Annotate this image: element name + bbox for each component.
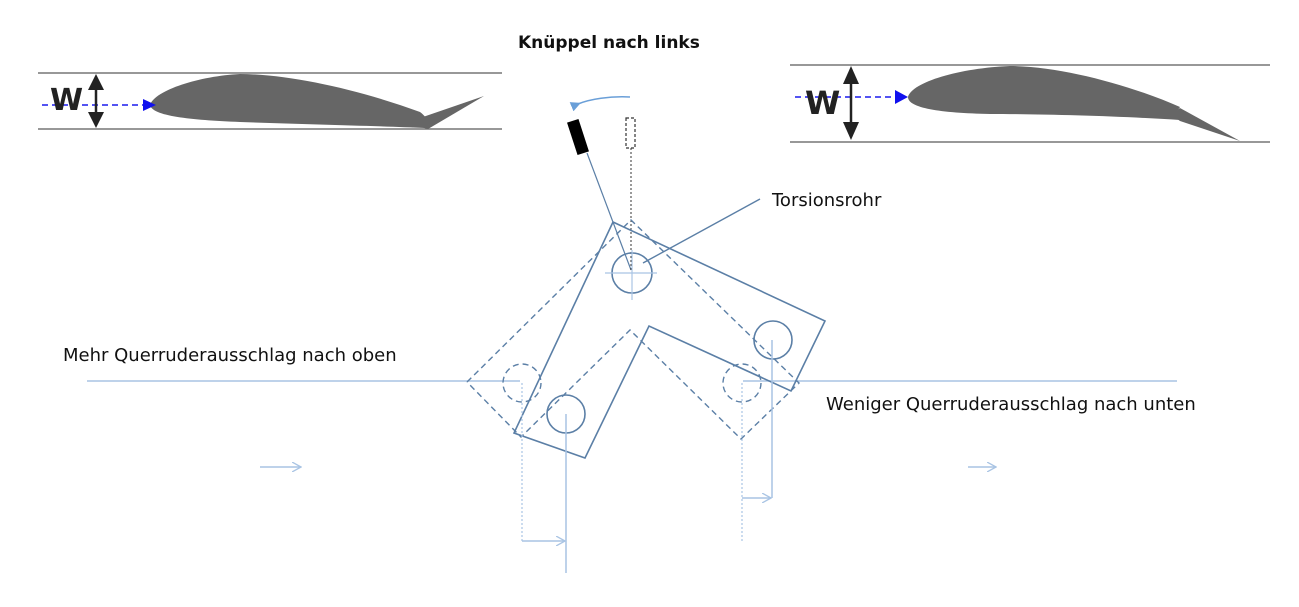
rotation-arrow-icon: [569, 96, 631, 112]
flow-arrowhead: [895, 90, 908, 104]
stick-shaft-deflected: [586, 152, 632, 271]
projection-lines: [521, 340, 773, 573]
airfoil-left: [150, 74, 428, 128]
torsion-crosshair: [605, 250, 657, 300]
left-note-label: Mehr Querruderausschlag nach oben: [63, 345, 397, 366]
stick-grip-neutral: [625, 117, 636, 149]
torsion-leader-line: [642, 198, 761, 264]
aileron-right-down: [1176, 108, 1240, 141]
control-stick: [567, 96, 636, 271]
height-arrow-icon: [843, 66, 859, 140]
airfoil-right: [908, 66, 1180, 120]
torsion-tube-label: Torsionsrohr: [772, 190, 882, 211]
width-letter-right: W: [805, 84, 841, 122]
stick-grip-deflected: [567, 118, 589, 156]
aileron-left-up: [419, 96, 484, 129]
bellcrank-neutral: [466, 219, 801, 440]
diagram-title: Knüppel nach links: [518, 33, 700, 53]
airfoil-right-panel: [790, 64, 1270, 143]
width-letter-left: W: [50, 83, 84, 118]
height-arrow-icon: [88, 74, 104, 128]
flow-arrowhead: [143, 99, 156, 111]
right-note-label: Weniger Querruderausschlag nach unten: [826, 394, 1196, 415]
airfoil-left-panel: [38, 72, 502, 130]
